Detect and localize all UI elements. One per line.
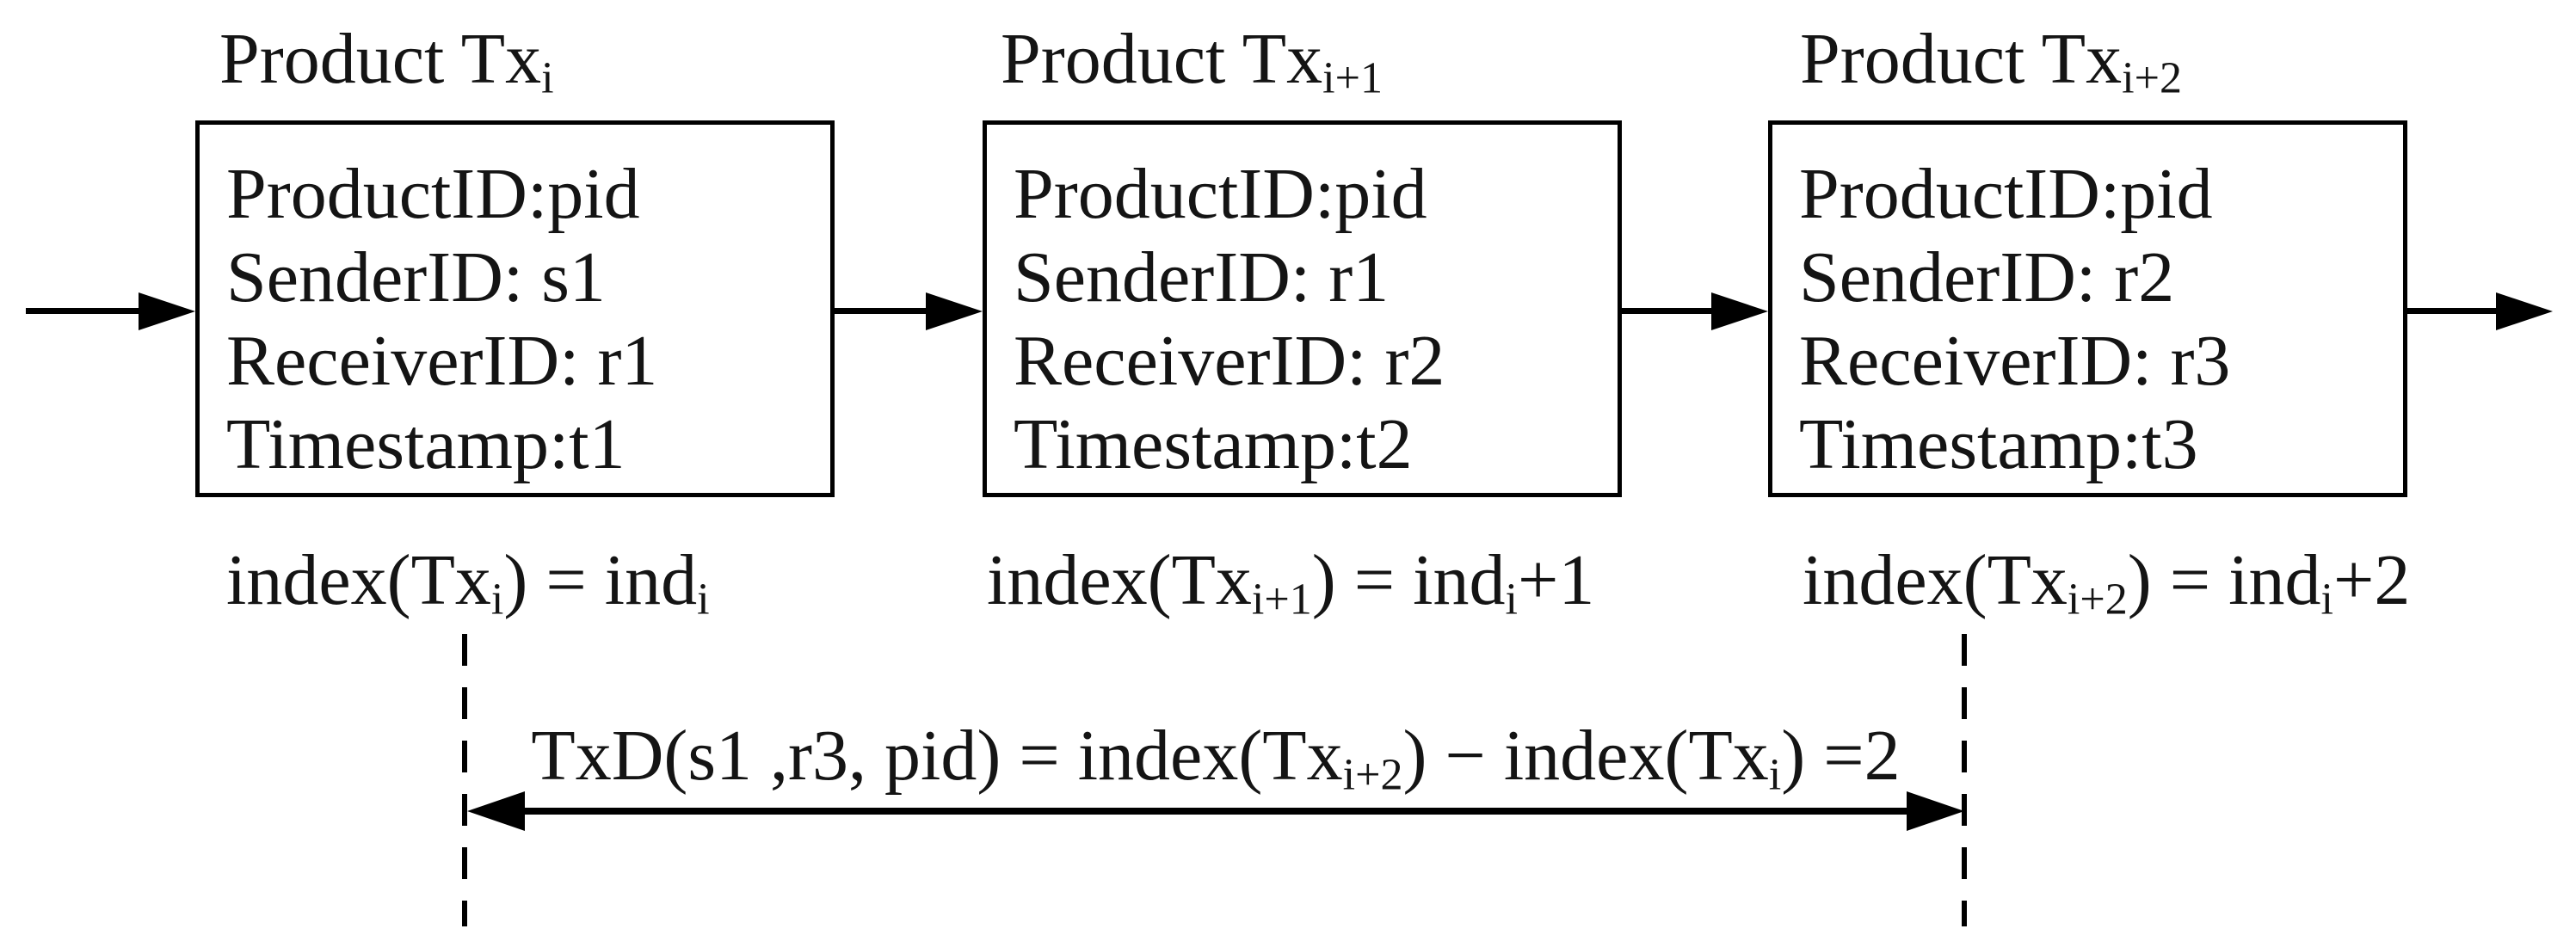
tx3-title-subscript: i+2	[2122, 53, 2182, 103]
tx1-title-subscript: i	[541, 53, 554, 103]
tx3-field-receiver-id: ReceiverID: r3	[1799, 321, 2231, 401]
flow-arrow-incoming-shaft	[26, 308, 146, 314]
tx2-field-receiver-id: ReceiverID: r2	[1014, 321, 1445, 401]
tx2-title-subscript: i+1	[1322, 53, 1383, 103]
tx2-field-timestamp: Timestamp:t2	[1014, 404, 1413, 484]
dashed-guide-left	[462, 634, 467, 926]
tx1-title: Product Txi	[219, 17, 554, 120]
tx3-index-label: index(Txi+2) = indi+2	[1803, 540, 2411, 624]
tx1-field-sender-id: SenderID: s1	[226, 237, 606, 317]
tx1-field-timestamp: Timestamp:t1	[226, 404, 626, 484]
distance-arrow-shaft	[508, 808, 1924, 815]
dashed-guide-right	[1962, 634, 1967, 926]
flow-arrow-outgoing-shaft	[2407, 308, 2504, 314]
tx3-title-text: Product Tx	[1800, 19, 2123, 99]
flow-arrow-2-3-head-icon	[1711, 292, 1768, 330]
txd-distance-formula: TxD(s1 ,r3, pid) = index(Txi+2) − index(…	[531, 716, 1901, 800]
tx3-field-sender-id: SenderID: r2	[1799, 237, 2175, 317]
tx2-box: ProductID:pid SenderID: r1 ReceiverID: r…	[983, 120, 1622, 497]
tx2-index-label: index(Txi+1) = indi+1	[987, 540, 1595, 624]
tx1-field-receiver-id: ReceiverID: r1	[226, 321, 658, 401]
tx1-title-text: Product Tx	[219, 19, 542, 99]
flow-arrow-2-3-shaft	[1621, 308, 1719, 314]
tx1-box: ProductID:pid SenderID: s1 ReceiverID: r…	[195, 120, 835, 497]
flow-arrow-outgoing-head-icon	[2496, 292, 2553, 330]
distance-arrow-right-head-icon	[1907, 791, 1964, 831]
tx1-field-product-id: ProductID:pid	[226, 154, 640, 234]
tx3-title: Product Txi+2	[1800, 17, 2182, 120]
tx2-field-sender-id: SenderID: r1	[1014, 237, 1390, 317]
tx1-index-label: index(Txi) = indi	[226, 540, 710, 624]
tx2-field-product-id: ProductID:pid	[1014, 154, 1427, 234]
tx2-title: Product Txi+1	[1001, 17, 1383, 120]
flow-arrow-incoming-head-icon	[139, 292, 195, 330]
flow-arrow-1-2-head-icon	[926, 292, 983, 330]
flow-arrow-1-2-shaft	[835, 308, 934, 314]
tx3-box: ProductID:pid SenderID: r2 ReceiverID: r…	[1768, 120, 2407, 497]
distance-arrow-left-head-icon	[467, 791, 525, 831]
tx3-field-product-id: ProductID:pid	[1799, 154, 2213, 234]
tx2-title-text: Product Tx	[1001, 19, 1323, 99]
tx3-field-timestamp: Timestamp:t3	[1799, 404, 2198, 484]
